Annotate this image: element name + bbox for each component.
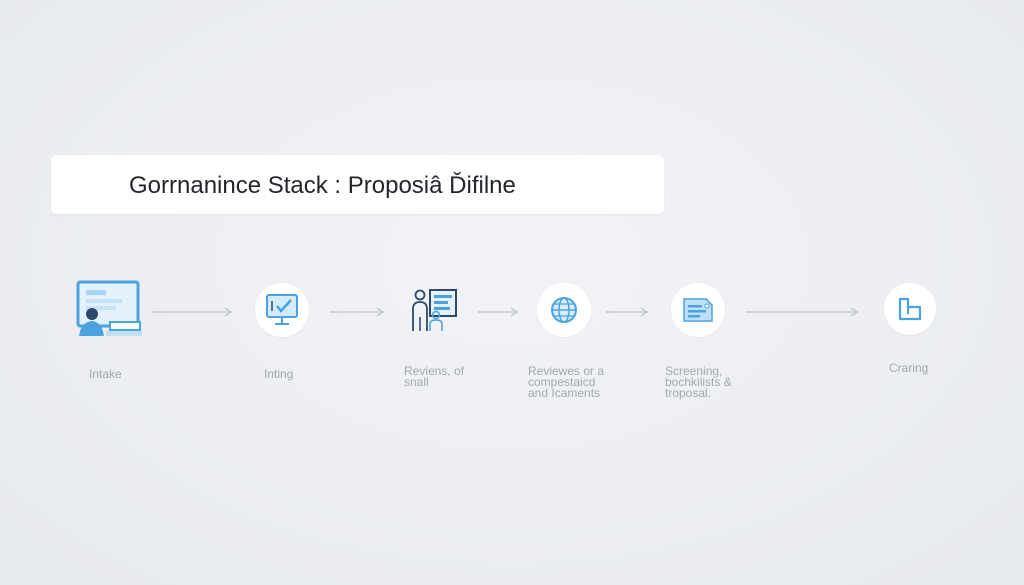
step-craring-label: Craring (889, 361, 929, 375)
step-reviens-label: Reviens, of snall (404, 364, 465, 389)
title-card: Gorrnanince Stack : Proposiâ Ďifilne (51, 155, 664, 214)
arrow-5 (746, 307, 859, 317)
step-reviens-icon (410, 287, 460, 333)
arrow-2 (330, 307, 385, 317)
step-inting-icon (255, 283, 309, 337)
step-inting-label: Inting (264, 367, 294, 381)
computer-user-icon (76, 280, 142, 336)
step-screening-label: Screening, bochkilists & troposal. (665, 364, 732, 400)
step-reviewes-icon (537, 283, 591, 337)
arrow-4 (606, 307, 649, 317)
frame-icon (898, 297, 922, 321)
arrow-3 (478, 307, 519, 317)
diagram-title: Gorrnanince Stack : Proposiâ Ďifilne (129, 172, 516, 199)
monitor-check-icon (266, 294, 298, 325)
document-icon (683, 298, 713, 322)
step-intake-label: Intake (89, 367, 122, 381)
step-craring-icon (884, 283, 936, 335)
arrow-1 (152, 307, 233, 317)
step-screening-icon (671, 283, 725, 337)
globe-icon (551, 297, 577, 323)
presentation-people-icon (412, 289, 457, 331)
step-reviewes-label: Reviewes or a compestaicd and Icaments (528, 364, 605, 400)
step-intake-icon (74, 280, 144, 340)
